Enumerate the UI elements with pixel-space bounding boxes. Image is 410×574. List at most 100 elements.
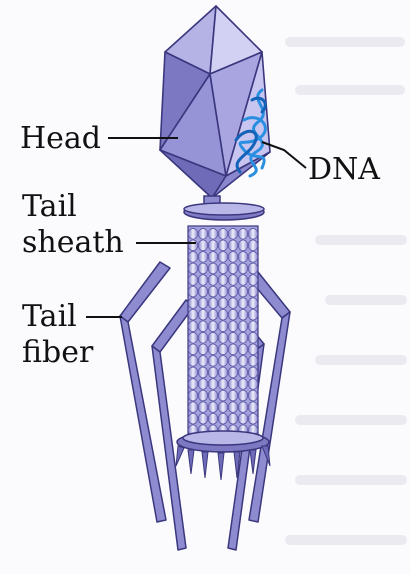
sheath-segment (218, 309, 228, 320)
sheath-segment (228, 367, 238, 378)
sheath-segment (228, 413, 238, 424)
sheath-segment (228, 252, 238, 263)
label-dna: DNA (308, 153, 380, 186)
sheath-segment (248, 402, 258, 413)
sheath-segment (248, 309, 258, 320)
sheath-segment (188, 309, 198, 320)
sheath-segment (228, 286, 238, 297)
phage-head (160, 6, 270, 198)
sheath-segment (218, 332, 228, 343)
sheath-segment (208, 379, 218, 390)
sheath-segment (188, 228, 198, 239)
sheath-segment (198, 344, 208, 355)
sheath-segment (238, 379, 248, 390)
sheath-segment (248, 321, 258, 332)
sheath-segment (238, 413, 248, 424)
sheath-segment (218, 240, 228, 251)
sheath-segment (208, 228, 218, 239)
sheath-segment (218, 263, 228, 274)
sheath-segment (238, 367, 248, 378)
tail-sheath (188, 226, 258, 440)
sheath-segment (238, 402, 248, 413)
sheath-segment (198, 379, 208, 390)
sheath-segment (228, 228, 238, 239)
sheath-segment (188, 413, 198, 424)
sheath-segment (218, 344, 228, 355)
label-tail-fiber-line1: Tail (22, 300, 77, 333)
sheath-segment (238, 332, 248, 343)
sheath-segment (198, 309, 208, 320)
sheath-segment (188, 298, 198, 309)
sheath-segment (228, 240, 238, 251)
sheath-segment (208, 367, 218, 378)
tail-fiber-left-outer (120, 262, 170, 322)
sheath-segment (188, 390, 198, 401)
label-tail-sheath-line1: Tail (22, 190, 77, 223)
sheath-segment (238, 240, 248, 251)
sheath-segment (218, 367, 228, 378)
sheath-segment (238, 298, 248, 309)
sheath-segment (198, 240, 208, 251)
sheath-segment (218, 379, 228, 390)
label-tail-sheath-line2: sheath (22, 226, 124, 259)
base-plate-top (183, 431, 263, 445)
sheath-segment (188, 252, 198, 263)
sheath-segment (228, 332, 238, 343)
sheath-segment (188, 402, 198, 413)
sheath-segment (218, 228, 228, 239)
label-tail-fiber-line2: fiber (22, 336, 93, 369)
sheath-segment (208, 309, 218, 320)
sheath-segment (208, 275, 218, 286)
collar-disc-top (184, 203, 264, 215)
sheath-segment (218, 413, 228, 424)
sheath-segment (188, 263, 198, 274)
sheath-segment (218, 321, 228, 332)
sheath-segment (248, 390, 258, 401)
sheath-segment (208, 402, 218, 413)
sheath-segment (198, 402, 208, 413)
sheath-segment (208, 263, 218, 274)
sheath-segment (248, 298, 258, 309)
sheath-segment (248, 344, 258, 355)
sheath-segment (218, 298, 228, 309)
sheath-segment (208, 298, 218, 309)
sheath-segment (238, 390, 248, 401)
sheath-segment (248, 263, 258, 274)
sheath-segment (198, 356, 208, 367)
sheath-segment (188, 275, 198, 286)
sheath-segment (188, 332, 198, 343)
base-plate (177, 431, 269, 452)
sheath-segment (188, 344, 198, 355)
sheath-segment (188, 379, 198, 390)
sheath-segment (238, 228, 248, 239)
label-head: Head (20, 122, 101, 155)
sheath-segment (208, 390, 218, 401)
sheath-segment (218, 390, 228, 401)
sheath-segment (228, 390, 238, 401)
sheath-segment (208, 332, 218, 343)
sheath-segment (228, 321, 238, 332)
sheath-segment (238, 321, 248, 332)
sheath-segment (188, 356, 198, 367)
sheath-segment (228, 309, 238, 320)
sheath-segment (248, 413, 258, 424)
sheath-segment (198, 286, 208, 297)
sheath-segment (198, 367, 208, 378)
sheath-segment (188, 240, 198, 251)
sheath-segment (248, 332, 258, 343)
sheath-segment (238, 286, 248, 297)
phage-collar (184, 196, 264, 220)
sheath-segment (248, 228, 258, 239)
sheath-segment (228, 263, 238, 274)
sheath-segment (198, 275, 208, 286)
sheath-segment (238, 263, 248, 274)
sheath-segment (198, 321, 208, 332)
sheath-segment (208, 321, 218, 332)
sheath-segment (228, 402, 238, 413)
sheath-segment (248, 379, 258, 390)
sheath-segment (218, 275, 228, 286)
sheath-segment (248, 252, 258, 263)
sheath-segment (228, 298, 238, 309)
